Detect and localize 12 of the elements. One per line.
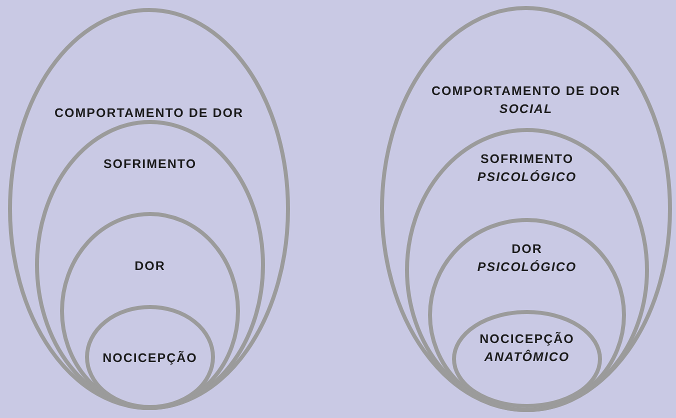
- region-label: DOR: [134, 258, 166, 275]
- region-sublabel: SOCIAL: [499, 101, 553, 118]
- region-label: SOFRIMENTO: [480, 151, 574, 168]
- region-sublabel: PSICOLÓGICO: [477, 169, 577, 186]
- region-label: COMPORTAMENTO DE DOR: [54, 105, 244, 122]
- region-label: DOR: [512, 241, 542, 258]
- region-label: NOCICEPÇÃO: [480, 331, 574, 348]
- region-label: NOCICEPÇÃO: [102, 350, 198, 367]
- region-sublabel: ANATÔMICO: [484, 349, 570, 366]
- region-label: SOFRIMENTO: [103, 156, 197, 173]
- region-label: COMPORTAMENTO DE DOR: [432, 83, 620, 100]
- region-sublabel: PSICOLÓGICO: [477, 259, 577, 276]
